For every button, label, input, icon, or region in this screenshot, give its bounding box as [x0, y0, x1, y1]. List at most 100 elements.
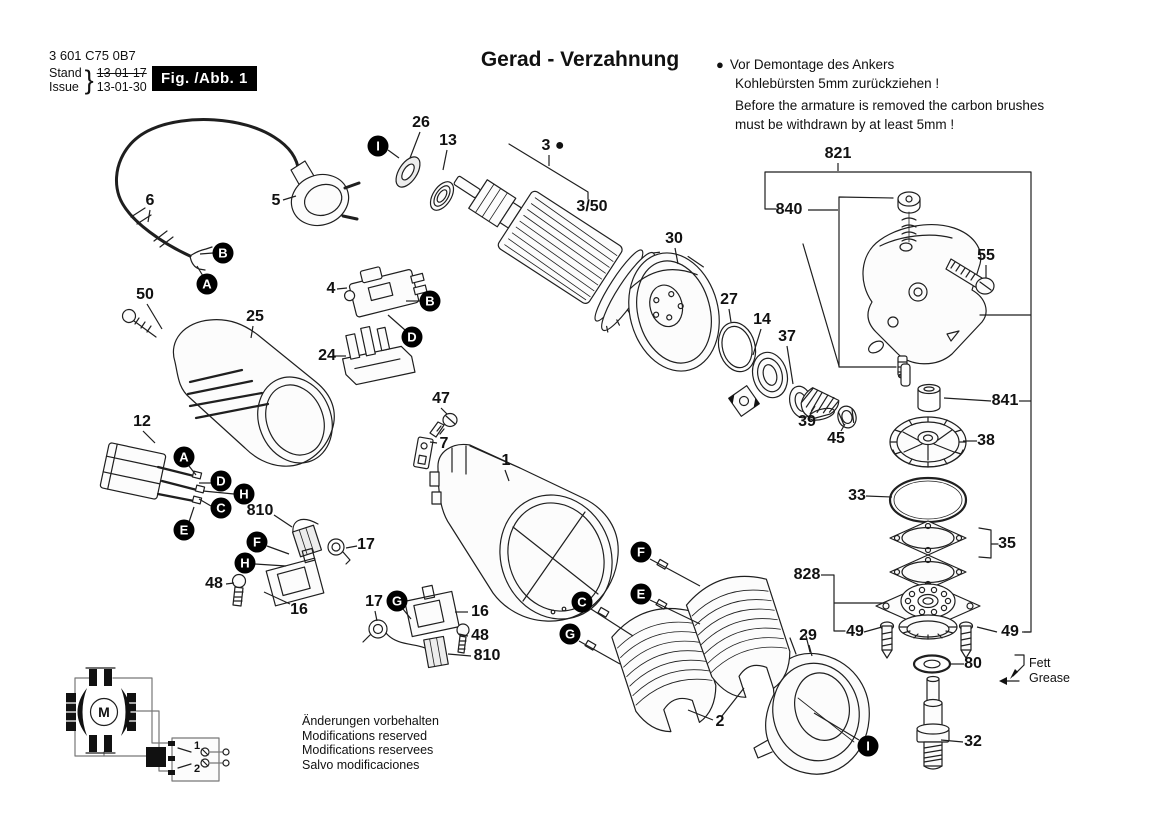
- gear-housing-drawing: [862, 224, 987, 365]
- stand-label: Stand: [49, 66, 82, 80]
- ref-letter-D: D: [401, 326, 423, 348]
- screw-55-drawing: [945, 258, 995, 295]
- part-label-16: 16: [290, 601, 308, 618]
- ref-letter-D: D: [210, 470, 232, 492]
- field-coils-drawing: [584, 558, 791, 733]
- part-label-12: 12: [133, 413, 151, 430]
- part-label-35: 35: [998, 535, 1016, 552]
- power-cord-drawing: [114, 118, 361, 271]
- schematic-label-M: M: [98, 704, 110, 720]
- ref-letter-C: C: [210, 497, 232, 519]
- ref-letter-B: B: [419, 290, 441, 312]
- bearing-14-drawing: [751, 351, 789, 399]
- part-label-2: 2: [715, 713, 725, 730]
- part-number: 3 601 C75 0B7: [49, 48, 136, 63]
- clip-7-drawing: [413, 436, 434, 470]
- brush-assembly-left-drawing: [231, 518, 351, 607]
- part-label-32: 32: [964, 733, 982, 750]
- figure-label: Fig. /Abb. 1: [152, 66, 257, 91]
- part-label-27: 27: [720, 291, 738, 308]
- switch-4-drawing: [343, 266, 428, 318]
- wiring-schematic: [65, 667, 230, 782]
- brush-assembly-center-drawing: [362, 584, 470, 669]
- part-label-49: 49: [846, 623, 864, 640]
- bracket-821: [764, 171, 1032, 633]
- bearing-flange-828-drawing: [875, 582, 981, 640]
- part-label-25: 25: [246, 308, 264, 325]
- washer-80-drawing: [912, 654, 952, 674]
- part-label-29: 29: [799, 627, 817, 644]
- part-label-7: 7: [439, 435, 449, 452]
- part-label-33: 33: [848, 487, 866, 504]
- part-label-48: 48: [471, 627, 489, 644]
- part-label-828: 828: [793, 566, 821, 583]
- ref-letter-G: G: [559, 623, 581, 645]
- part-label-24: 24: [318, 347, 336, 364]
- issue-date: 13-01-30: [96, 80, 147, 94]
- part-label-840: 840: [775, 201, 803, 218]
- ref-letter-H: H: [234, 552, 256, 574]
- rear-cover-drawing: [172, 319, 335, 467]
- ref-letter-G: G: [386, 590, 408, 612]
- part-label-3-50: 3/50: [576, 198, 608, 215]
- notice-de-2: Kohlebürsten 5mm zurückziehen !: [735, 76, 940, 91]
- ref-letter-E: E: [173, 519, 195, 541]
- part-label-55: 55: [977, 247, 995, 264]
- part-label-6: 6: [145, 192, 155, 209]
- bullet-icon: ●: [716, 57, 724, 72]
- modification-notes: Änderungen vorbehalten Modifications res…: [302, 714, 439, 772]
- bevel-gear-38-drawing: [889, 416, 967, 468]
- part-label-17: 17: [357, 536, 375, 553]
- ref-letter-A: A: [196, 273, 218, 295]
- switch-holder-24-drawing: [342, 325, 416, 386]
- connector-12-drawing: [99, 442, 206, 505]
- bracket-840: [838, 196, 897, 368]
- part-label-49: 49: [1001, 623, 1019, 640]
- ref-letter-E: E: [630, 583, 652, 605]
- bracket-armature-group: [508, 143, 589, 200]
- nut-45-drawing: [837, 405, 857, 429]
- pinion-39-drawing: [800, 387, 840, 421]
- issue-label: Issue: [49, 80, 79, 94]
- part-label-80: 80: [964, 655, 982, 672]
- part-label-17: 17: [365, 593, 383, 610]
- screw-50-drawing: [121, 308, 157, 338]
- brace: }: [84, 65, 94, 95]
- ref-letter-I: I: [857, 735, 879, 757]
- part-label-14: 14: [753, 311, 771, 328]
- sleeve-841-drawing: [900, 363, 941, 413]
- part-label-26: 26: [412, 114, 430, 131]
- bracket-35: [978, 527, 999, 559]
- baffle-30-drawing: [628, 252, 720, 372]
- schematic-label-1: 1: [193, 740, 201, 752]
- plug-drawing: [290, 173, 350, 227]
- part-label-16: 16: [471, 603, 489, 620]
- part-label-3-: 3 ●: [541, 137, 565, 154]
- notice-en-1: Before the armature is removed the carbo…: [735, 98, 1045, 113]
- part-label-30: 30: [665, 230, 683, 247]
- part-label-5: 5: [271, 192, 281, 209]
- ref-letter-A: A: [173, 446, 195, 468]
- part-label-841: 841: [991, 392, 1019, 409]
- ref-letter-H: H: [233, 483, 255, 505]
- ref-letter-B: B: [212, 242, 234, 264]
- stand-date: 13-01-17: [96, 66, 147, 80]
- spindle-32-drawing: [916, 675, 950, 770]
- ref-letter-I: I: [367, 135, 389, 157]
- notice-en-2: must be withdrawn by at least 5mm !: [735, 117, 955, 132]
- part-label-48: 48: [205, 575, 223, 592]
- screws-49-drawing: [879, 621, 974, 659]
- part-label-39: 39: [798, 413, 816, 430]
- ref-letter-C: C: [571, 591, 593, 613]
- ref-letter-F: F: [630, 541, 652, 563]
- part-label-810: 810: [473, 647, 501, 664]
- grease-arrows: [999, 654, 1025, 685]
- screw-47-drawing: [429, 412, 458, 438]
- page-title: Gerad - Verzahnung: [480, 48, 680, 71]
- warning-notice: ●Vor Demontage des Ankers Kohlebürsten 5…: [716, 55, 1044, 134]
- part-label-4: 4: [326, 280, 336, 297]
- part-label-47: 47: [432, 390, 450, 407]
